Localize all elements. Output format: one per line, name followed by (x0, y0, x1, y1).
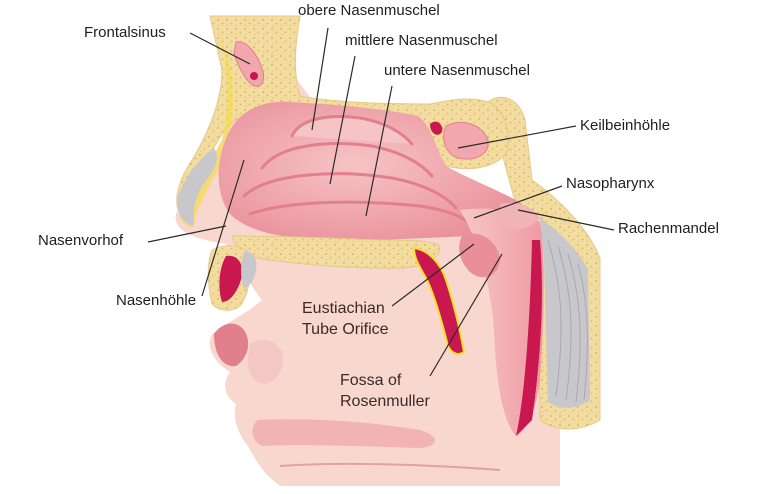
pharyngeal-wall (516, 240, 542, 436)
leader-eustachian (391, 243, 475, 307)
label-fossa-of-rosenmuller: Fossa of Rosenmuller (340, 370, 430, 412)
soft-palate-strip (412, 246, 466, 355)
sphenoid-opening (430, 121, 443, 135)
leader-frontalsinus (189, 32, 251, 65)
incisor-grey (241, 251, 257, 288)
label-mittlere-nasenmuschel: mittlere Nasenmuschel (345, 32, 498, 49)
leader-nasenvorhof (147, 225, 227, 243)
leader-mittlere (329, 55, 356, 185)
label-eustachian-tube-orifice: Eustiachian Tube Orifice (302, 298, 389, 340)
upper-lip (214, 323, 249, 367)
hyoid-line (279, 462, 501, 471)
leader-obere (311, 27, 329, 131)
label-untere-nasenmuschel: untere Nasenmuschel (384, 62, 530, 79)
vestibule-cartilage (177, 148, 217, 226)
label-nasopharynx: Nasopharynx (566, 175, 655, 192)
label-eustachian-line2: Tube Orifice (302, 321, 389, 338)
label-obere-nasenmuschel: obere Nasenmuschel (298, 2, 440, 19)
label-eustachian-line1: Eustiachian (302, 300, 385, 317)
sphenoid-sinus (443, 122, 489, 160)
label-nasenhoehle: Nasenhöhle (116, 292, 197, 309)
leader-lines (147, 27, 615, 377)
posterior-muscle (540, 218, 590, 408)
leader-keilbein (457, 125, 577, 149)
muscle-fibers (547, 239, 588, 403)
upper-lip-muscle (219, 255, 243, 302)
frontal-sinus-opening (250, 72, 258, 80)
leader-nasenhoehle (201, 159, 245, 297)
leader-rachenmandel (517, 209, 615, 231)
pharynx (460, 208, 544, 436)
label-frontalsinus: Frontalsinus (84, 24, 166, 41)
label-fossa-line2: Rosenmuller (340, 393, 430, 410)
leader-untere (365, 85, 393, 217)
lower-lip-area (247, 339, 284, 384)
leader-fossa (429, 253, 503, 377)
eustachian-tube-bump (459, 233, 500, 278)
adenoid-rachenmandel (500, 202, 540, 229)
label-rachenmandel: Rachenmandel (618, 220, 719, 237)
label-nasenvorhof: Nasenvorhof (38, 232, 124, 249)
lower-jaw (252, 419, 435, 448)
label-fossa-line1: Fossa of (340, 372, 402, 389)
leader-nasopharynx (473, 185, 563, 219)
label-keilbeinhoehle: Keilbeinhöhle (580, 117, 671, 134)
